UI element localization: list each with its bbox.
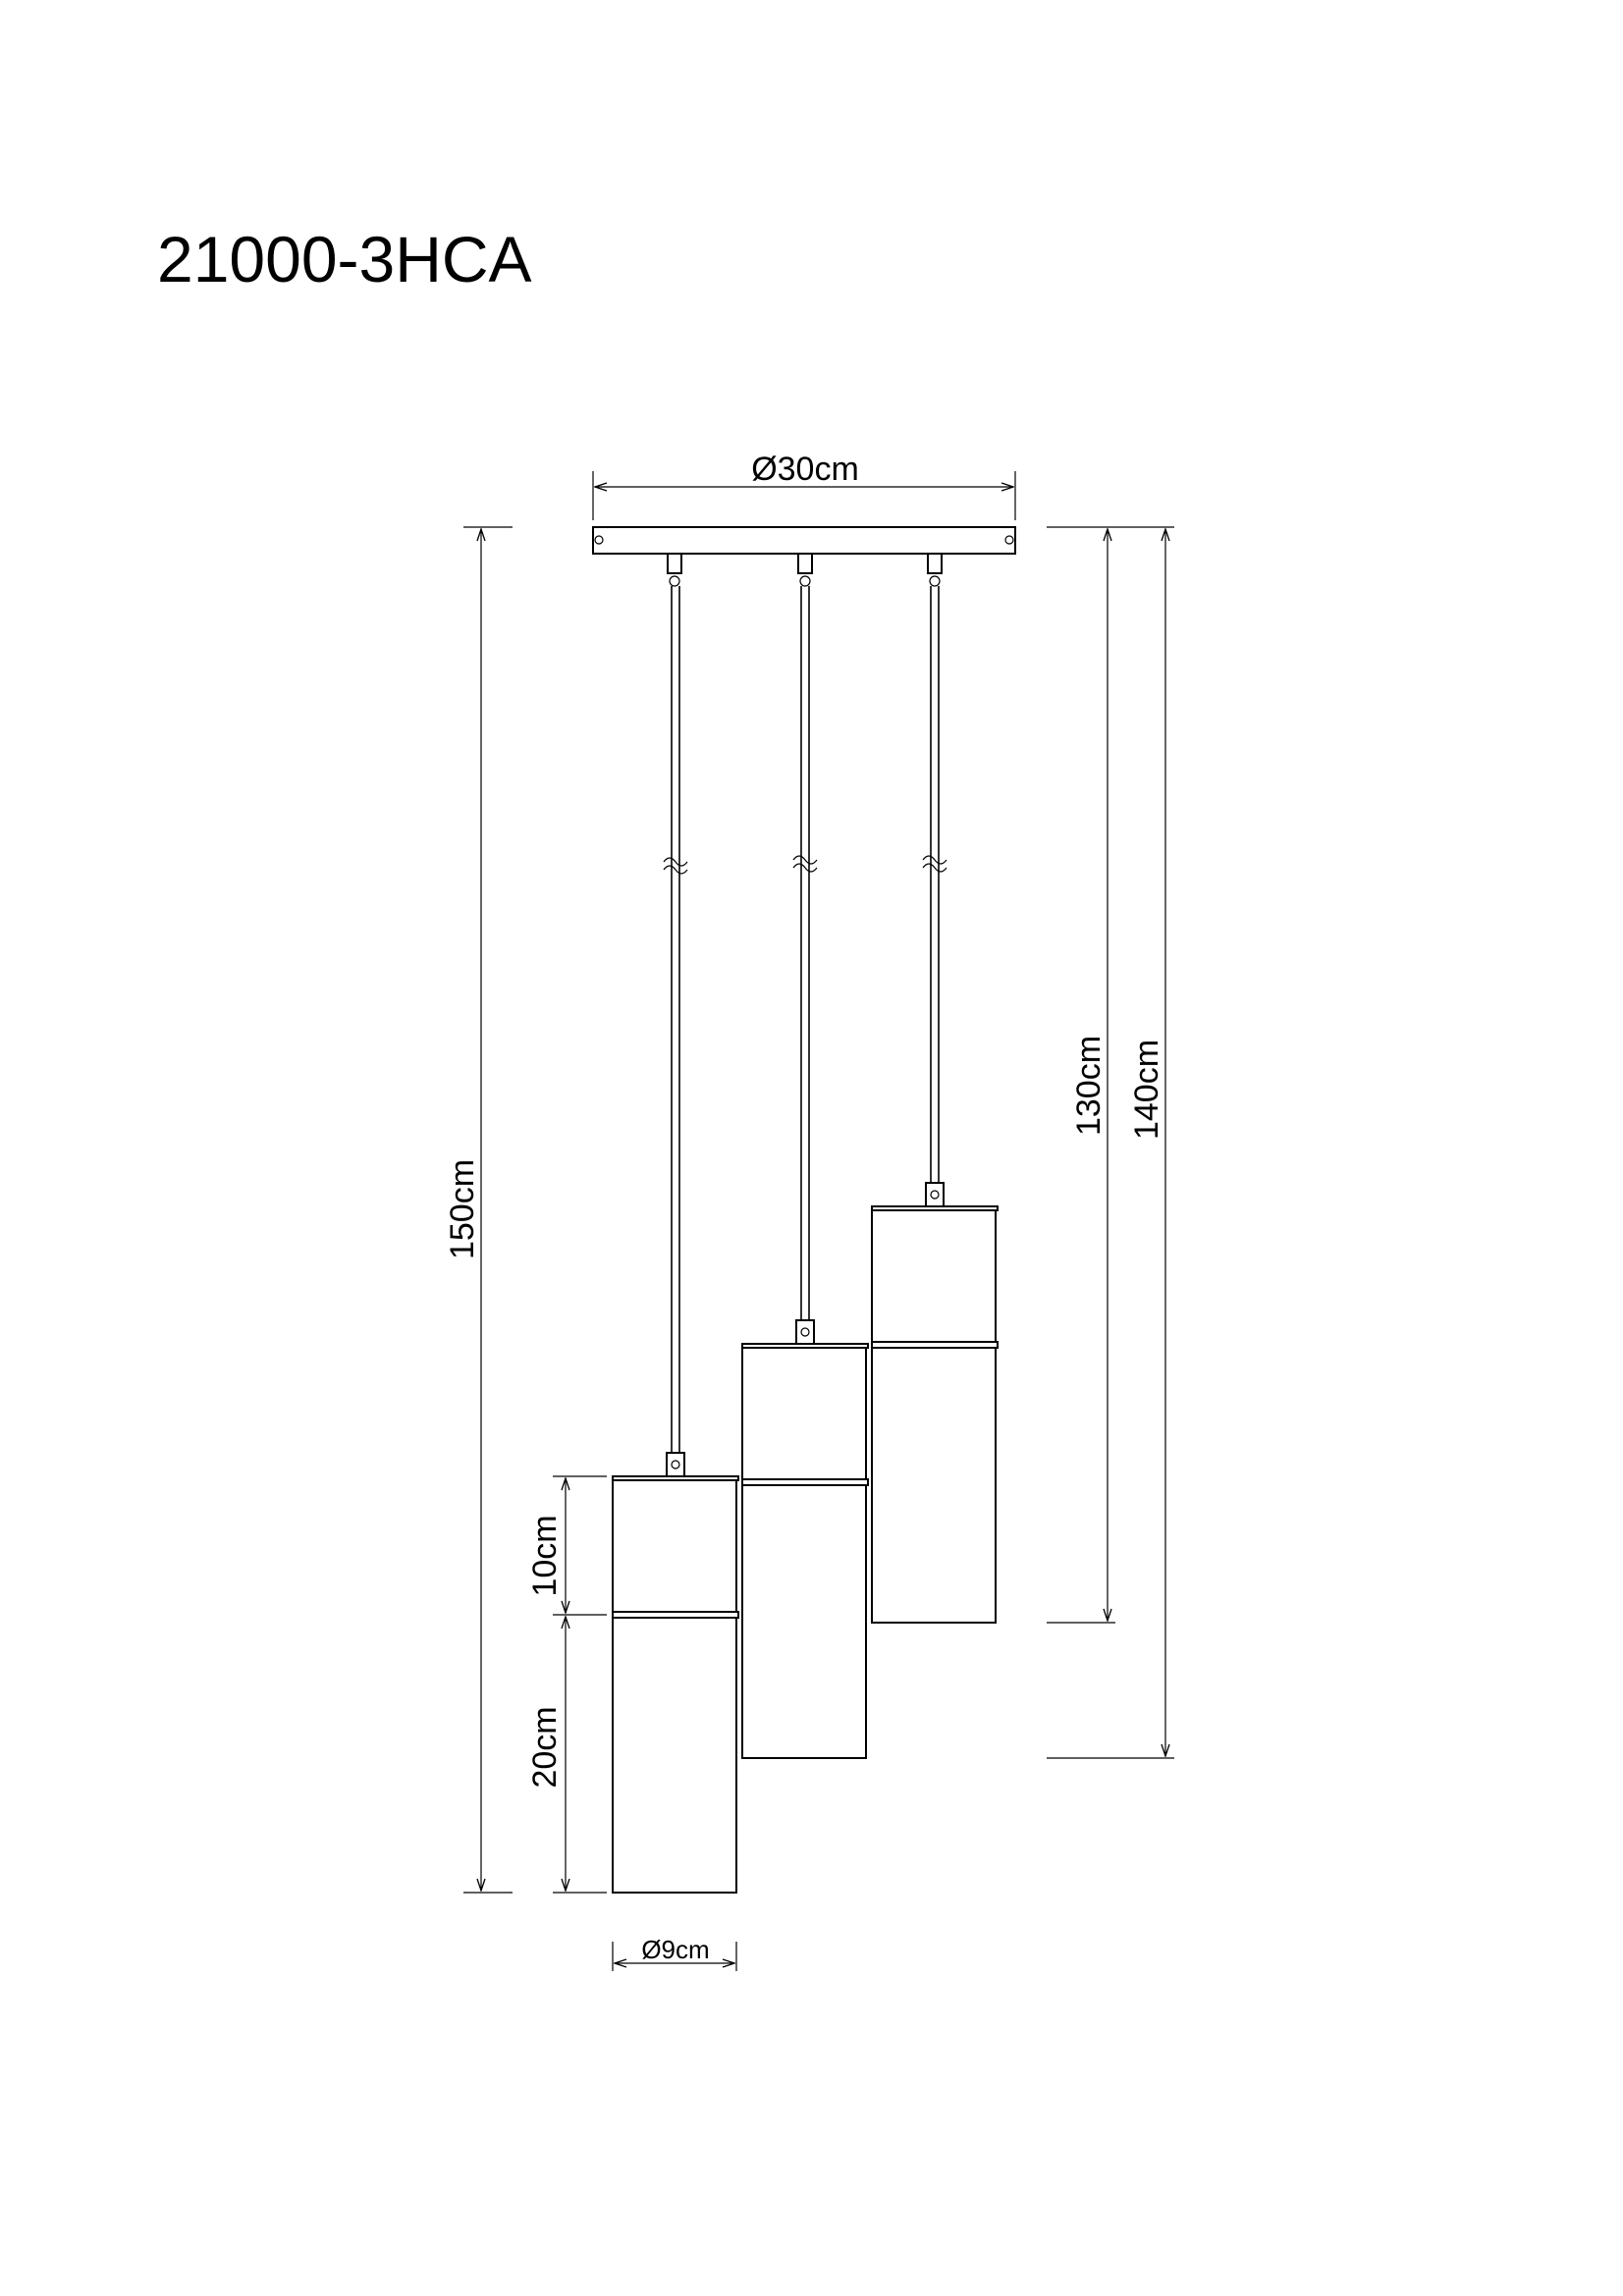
- canopy-screw-left-icon: [594, 535, 604, 545]
- dimension-shade-diameter: Ø9cm: [612, 1935, 737, 1971]
- canopy: [592, 526, 1016, 587]
- cable-break-left-icon: [663, 857, 688, 867]
- shade-diameter-label: Ø9cm: [641, 1935, 709, 1964]
- pendant-right: [871, 586, 999, 1624]
- cable-break-right-icon: [922, 855, 947, 865]
- pendant-left: [612, 586, 739, 1894]
- dimension-canopy-diameter: Ø30cm: [592, 451, 1016, 520]
- pendant-middle: [741, 586, 869, 1759]
- dimension-glass-height: 20cm: [526, 1617, 607, 1894]
- height-130-label: 130cm: [1070, 1036, 1108, 1136]
- dimension-cap-height: 10cm: [526, 1475, 607, 1616]
- dimension-height-140: 140cm: [1047, 526, 1174, 1759]
- total-height-label: 150cm: [444, 1159, 481, 1259]
- product-code-title: 21000-3HCA: [157, 223, 532, 295]
- dimension-height-130: 130cm: [1047, 526, 1115, 1624]
- height-140-label: 140cm: [1128, 1040, 1165, 1140]
- cap-height-label: 10cm: [526, 1515, 564, 1596]
- canopy-screw-right-icon: [1004, 535, 1014, 545]
- dimension-total-height: 150cm: [444, 526, 513, 1894]
- canopy-diameter-label: Ø30cm: [751, 451, 859, 488]
- glass-height-label: 20cm: [526, 1706, 564, 1788]
- cable-break-middle-icon: [792, 855, 818, 865]
